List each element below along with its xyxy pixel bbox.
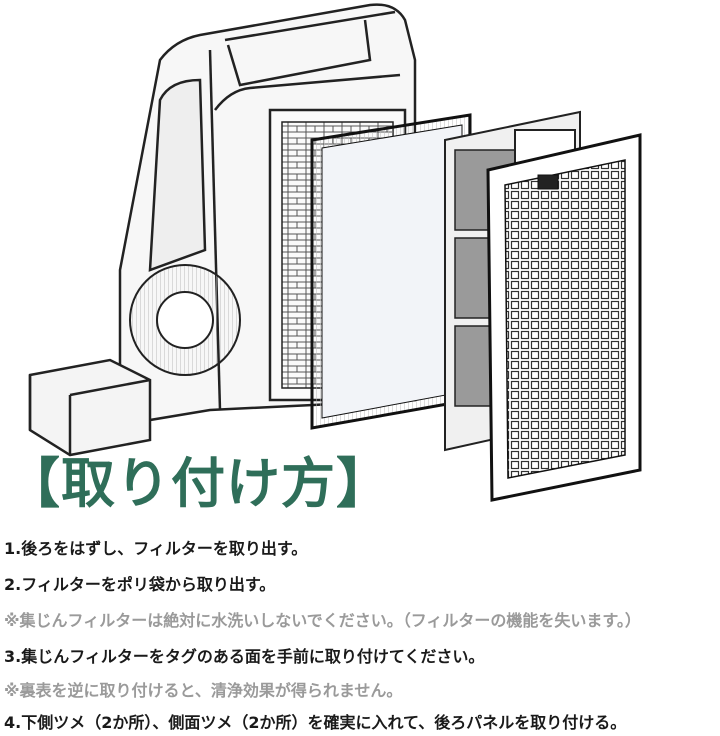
- air-purifier-exploded-illustration: [28, 3, 642, 502]
- instruction-step-4: 4.下側ツメ（2か所）、側面ツメ（2か所）を確実に入れて、後ろパネルを取り付ける…: [4, 713, 627, 732]
- instruction-step-2: 2.フィルターをポリ袋から取り出す。: [4, 575, 276, 594]
- page-title: 【取り付け方】: [6, 452, 391, 515]
- hepa-filter: [310, 113, 472, 430]
- instruction-note-1: ※集じんフィルターは絶対に水洗いしないでください。（フィルターの機能を失います。…: [4, 611, 641, 630]
- instruction-step-1: 1.後ろをはずし、フィルターを取り出す。: [4, 539, 308, 558]
- instruction-note-2: ※裏表を逆に取り付けると、清浄効果が得られません。: [4, 681, 403, 700]
- instruction-step-3: 3.集じんフィルターをタグのある面を手前に取り付けてください。: [4, 647, 485, 666]
- back-panel: [486, 133, 642, 502]
